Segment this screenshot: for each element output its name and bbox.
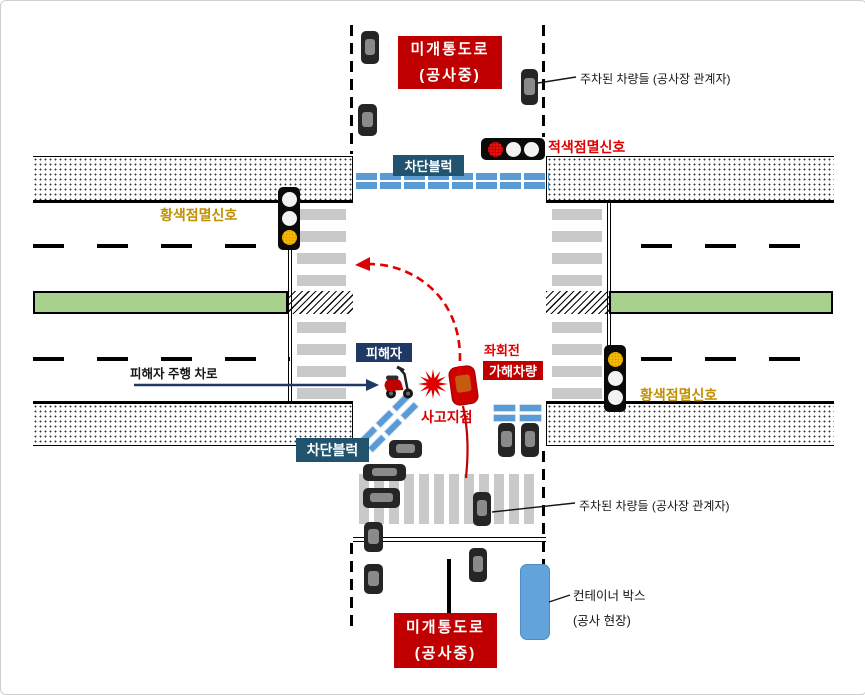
- signal-lamp-flashing-yellow: [281, 230, 297, 245]
- median-hatch-east: [546, 291, 609, 314]
- closed-road-line1: 미개통도로: [405, 619, 485, 636]
- lane-line: [33, 357, 290, 361]
- traffic-light-east: [604, 345, 626, 412]
- yellow-flash-signal-label-east: 황색점멸신호: [640, 387, 718, 403]
- accident-point-label: 사고지점: [421, 409, 473, 425]
- signal-lamp-flashing-yellow: [607, 352, 623, 367]
- closed-road-line2: (공사중): [419, 66, 481, 84]
- barrier-block: [519, 414, 542, 422]
- parked-car: [389, 440, 422, 458]
- signal-pole-line-west: [288, 249, 292, 403]
- median-strip-east: [609, 291, 833, 314]
- parked-vehicles-label-top: 주차된 차량들 (공사장 관계자): [580, 72, 731, 86]
- signal-lamp-flashing-red: [487, 141, 503, 157]
- signal-lamp-off: [505, 141, 521, 157]
- signal-pole-line-east: [607, 203, 611, 346]
- south-road-edge-right: [542, 451, 545, 565]
- closed-road-line2: (공사중): [414, 644, 477, 662]
- left-turn-label: 좌회전: [484, 343, 520, 358]
- barrier-block: [519, 404, 542, 412]
- signal-lamp-off: [523, 141, 539, 157]
- signal-lamp-off: [607, 390, 623, 405]
- barrier-block: [493, 404, 516, 412]
- crosswalk-west: [297, 1, 346, 694]
- traffic-light-north: [481, 138, 545, 160]
- barrier-block-label-north: 차단블럭: [393, 155, 464, 176]
- closed-road-line1: 미개통도로: [410, 41, 490, 58]
- road-edge: [546, 200, 834, 203]
- south-road-center-line: [447, 559, 451, 617]
- offender-car: [447, 364, 480, 407]
- south-road-edge-left: [350, 543, 353, 629]
- lane-line: [641, 244, 801, 248]
- parked-car: [363, 488, 400, 508]
- north-road-edge-left: [350, 25, 353, 154]
- offender-left-turn-arrowhead: [355, 257, 370, 271]
- signal-lamp-off: [281, 211, 297, 226]
- parked-car: [473, 492, 491, 526]
- median-strip-west: [33, 291, 288, 314]
- traffic-light-west: [278, 187, 300, 250]
- parked-car: [521, 69, 538, 105]
- yellow-flash-signal-label-west: 황색점멸신호: [160, 207, 238, 223]
- road-edge: [546, 401, 834, 404]
- signal-lamp-off: [281, 192, 297, 207]
- offender-car-windshield: [454, 374, 472, 393]
- lane-line: [33, 244, 290, 248]
- parked-car: [364, 522, 383, 552]
- closed-road-label-north: 미개통도로 (공사중): [398, 36, 502, 89]
- container-label-line2: (공사 현장): [573, 614, 631, 628]
- parked-car: [358, 104, 377, 136]
- parked-car: [498, 423, 515, 457]
- north-road-edge-right: [542, 25, 545, 137]
- parked-car: [521, 423, 539, 457]
- parked-car: [361, 31, 379, 64]
- barrier-block-label-south: 차단블럭: [296, 438, 369, 462]
- victim-lane-label: 피해자 주행 차로: [130, 367, 218, 381]
- collision-starburst-icon: [418, 369, 448, 399]
- victim-label: 피해자: [356, 343, 412, 362]
- parked-vehicles-label-bottom: 주차된 차량들 (공사장 관계자): [579, 499, 730, 513]
- red-flash-signal-label: 적색점멸신호: [548, 139, 626, 155]
- road-edge: [33, 200, 353, 203]
- parked-car: [363, 464, 406, 481]
- shoulder-bottom-right: [546, 404, 834, 446]
- offending-vehicle-label: 가해차량: [483, 361, 543, 380]
- parked-car: [469, 548, 487, 582]
- scooter-icon: [384, 365, 413, 399]
- lane-line: [641, 357, 801, 361]
- stop-line-south: [353, 537, 546, 542]
- barrier-block: [493, 414, 516, 422]
- victim-path-arrowhead: [366, 379, 379, 391]
- parked-car: [364, 564, 383, 594]
- barrier-blocks-north-row2: [356, 182, 549, 189]
- road-edge: [33, 401, 353, 404]
- closed-road-label-south: 미개통도로 (공사중): [394, 613, 497, 668]
- container-box: [520, 564, 550, 640]
- barrier-blocks-north-row1: [356, 173, 549, 180]
- shoulder-top-left: [33, 156, 353, 200]
- signal-lamp-off: [607, 371, 623, 386]
- median-hatch-west: [288, 291, 353, 314]
- crosswalk-east: [552, 1, 602, 694]
- shoulder-top-right: [546, 156, 834, 200]
- container-label-line1: 컨테이너 박스: [573, 589, 646, 603]
